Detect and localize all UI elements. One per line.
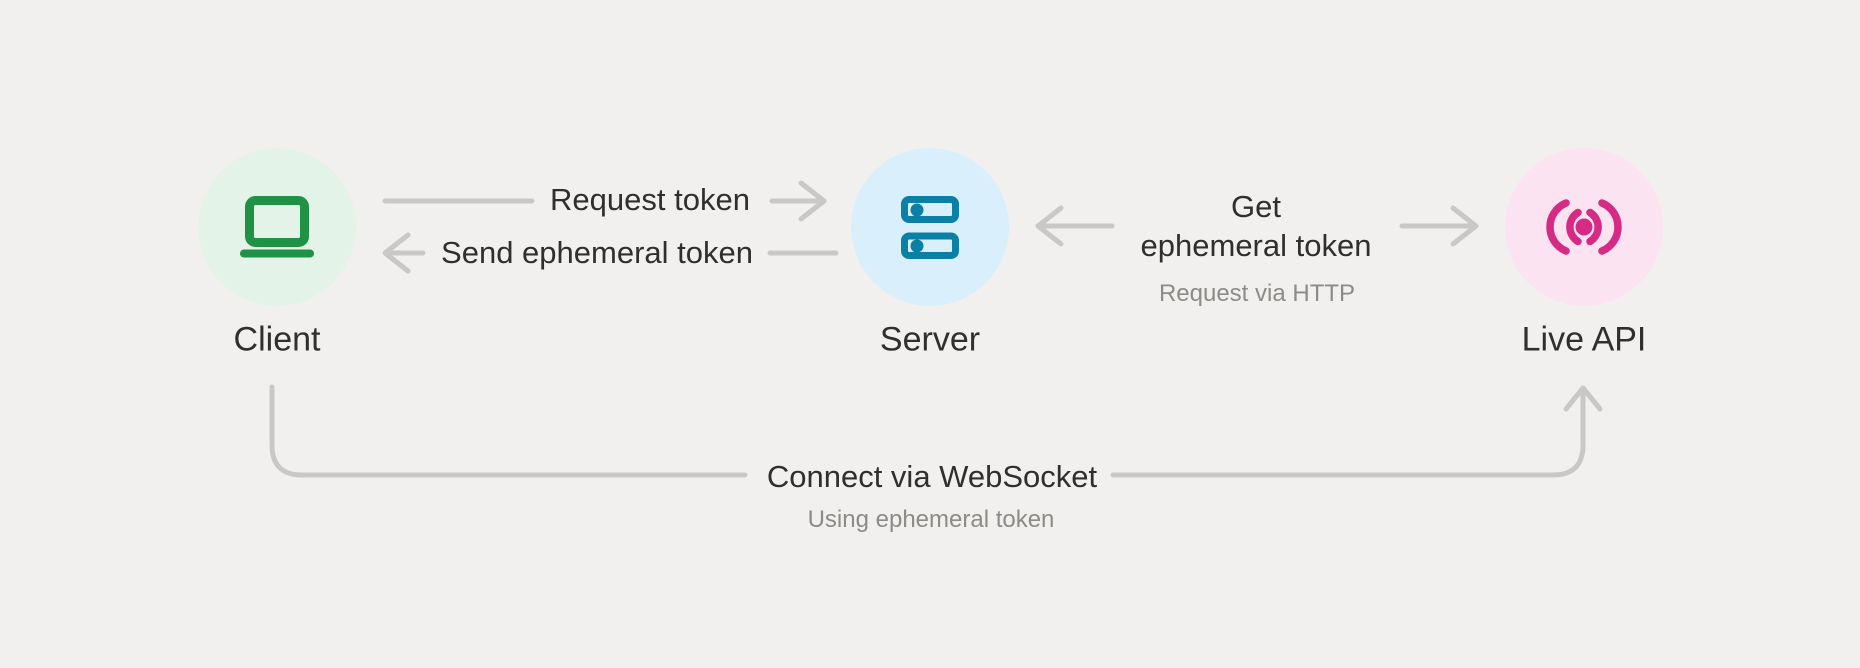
websocket-path-right <box>1110 388 1586 478</box>
live-api-label: Live API <box>1521 320 1647 359</box>
client-label: Client <box>233 320 321 359</box>
send-token-arrowhead <box>382 232 411 274</box>
request-token-arrowhead <box>798 180 827 222</box>
server-label: Server <box>879 320 981 359</box>
get-ephemeral-token-label: Get ephemeral token <box>1141 187 1372 265</box>
send-ephemeral-token-label: Send ephemeral token <box>441 235 753 270</box>
request-via-http-subtitle: Request via HTTP <box>1158 280 1356 307</box>
connect-websocket-label: Connect via WebSocket <box>766 459 1098 494</box>
server-icon <box>901 195 959 259</box>
websocket-path-left <box>269 384 748 478</box>
server-circle <box>851 148 1009 306</box>
laptop-icon <box>240 196 314 258</box>
request-token-label: Request token <box>550 182 750 217</box>
live-api-circle <box>1505 148 1663 306</box>
websocket-arrowhead <box>1563 385 1603 412</box>
get-token-left-arrowhead <box>1035 205 1064 247</box>
broadcast-icon <box>1546 199 1622 255</box>
get-ephemeral-token-label-line1: Get <box>1231 189 1281 224</box>
get-token-right-arrowhead <box>1450 205 1479 247</box>
using-ephemeral-token-subtitle: Using ephemeral token <box>807 506 1055 533</box>
get-ephemeral-token-label-line2: ephemeral token <box>1140 228 1372 263</box>
client-circle <box>198 148 356 306</box>
